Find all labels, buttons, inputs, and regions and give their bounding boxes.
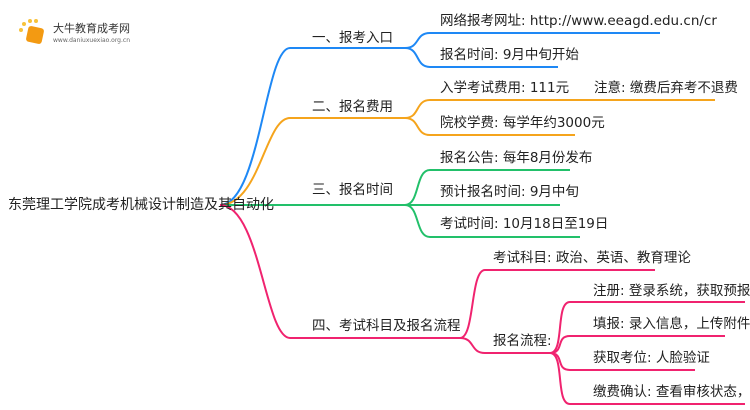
branch-line-1: [219, 47, 405, 206]
child-4-1: 考试科目: 政治、英语、教育理论: [493, 250, 691, 266]
child-lines-2: [404, 99, 715, 136]
process-1: 注册: 登录系统，获取预报名号: [593, 283, 750, 299]
logo-name: 大牛教育成考网: [53, 22, 130, 35]
child-2-1: 入学考试费用: 111元: [440, 80, 570, 96]
process-2: 填报: 录入信息，上传附件: [593, 316, 750, 332]
child-1-1: 网络报考网址: http://www.eeagd.edu.cn/cr: [440, 13, 717, 29]
process-4: 缴费确认: 查看审核状态，缴费: [593, 384, 750, 400]
branch-line-2: [219, 117, 405, 206]
branch-4: 四、考试科目及报名流程: [312, 318, 461, 334]
child-1-2: 报名时间: 9月中旬开始: [440, 47, 579, 63]
child-3-2: 预计报名时间: 9月中旬: [440, 184, 579, 200]
process-3: 获取考位: 人脸验证: [593, 350, 710, 366]
branch-2: 二、报名费用: [312, 99, 393, 115]
child-4-2: 报名流程:: [493, 333, 552, 349]
root-node: 东莞理工学院成考机械设计制造及其自动化: [8, 197, 274, 213]
branch-3: 三、报名时间: [312, 182, 393, 198]
child-lines-1: [404, 32, 660, 68]
child-2-2: 院校学费: 每学年约3000元: [440, 115, 605, 131]
child-lines-4: [459, 269, 655, 354]
logo-url: www.daniuxuexiao.org.cn: [53, 37, 130, 44]
child-2-note: 注意: 缴费后弃考不退费: [594, 80, 738, 96]
process-lines: [549, 301, 745, 405]
child-3-3: 考试时间: 10月18日至19日: [440, 216, 609, 232]
child-lines-3: [404, 169, 580, 238]
branch-line-4: [219, 204, 460, 339]
child-3-1: 报名公告: 每年8月份发布: [440, 150, 593, 166]
logo-icon: [19, 19, 44, 44]
branch-1: 一、报考入口: [312, 30, 393, 46]
